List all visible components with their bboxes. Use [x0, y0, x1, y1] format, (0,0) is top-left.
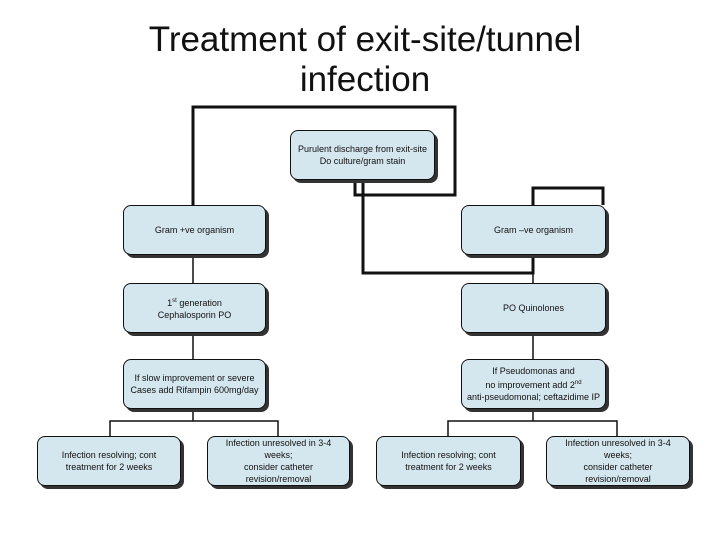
- pseudomonas-ordinal-suffix: nd: [574, 380, 582, 386]
- node-pseudomonas: If Pseudomonas and no improvement add 2n…: [461, 359, 606, 409]
- node-gram-negative-label: Gram –ve organism: [493, 225, 574, 235]
- page-title: Treatment of exit-site/tunnel infection: [100, 20, 630, 100]
- node-right-unresolved: Infection unresolved in 3-4 weeks; consi…: [546, 436, 690, 486]
- node-left-resolving-line-1: Infection resolving; cont: [61, 450, 157, 460]
- node-right-unresolved-line-2: consider catheter revision/removal: [583, 462, 653, 484]
- connector-rifampin-to-outcomes: [109, 420, 279, 436]
- node-rifampin-line-1: If slow improvement or severe: [134, 373, 255, 383]
- node-cephalosporin: 1st generation Cephalosporin PO: [123, 283, 266, 333]
- cephalosporin-ordinal-suffix: st: [172, 298, 177, 304]
- node-quinolones-label: PO Quinolones: [502, 303, 565, 313]
- node-cephalosporin-line-1: 1st generation: [158, 295, 232, 309]
- title-line-1: Treatment of exit-site/tunnel: [148, 20, 582, 59]
- node-left-resolving: Infection resolving; cont treatment for …: [37, 436, 181, 486]
- node-right-resolving: Infection resolving; cont treatment for …: [376, 436, 521, 486]
- node-gram-positive-label: Gram +ve organism: [154, 225, 235, 235]
- node-left-resolving-line-2: treatment for 2 weeks: [65, 462, 153, 472]
- cephalosporin-generation: generation: [176, 298, 222, 308]
- node-pseudomonas-line-3: anti-pseudomonal; ceftazidime IP: [466, 392, 601, 402]
- pseudomonas-line-2-text: no improvement add 2: [485, 380, 575, 390]
- node-gram-positive: Gram +ve organism: [123, 205, 266, 255]
- node-root-line-1: Purulent discharge from exit-site: [297, 144, 428, 154]
- node-pseudomonas-line-1: If Pseudomonas and: [492, 366, 575, 376]
- node-rifampin-line-2: Cases add Rifampin 600mg/day: [130, 385, 259, 395]
- node-left-unresolved-line-2: consider catheter revision/removal: [243, 462, 314, 484]
- node-root: Purulent discharge from exit-site Do cul…: [290, 130, 435, 180]
- node-gram-negative: Gram –ve organism: [461, 205, 606, 255]
- connector-root-to-gram-pos: [191, 105, 457, 205]
- node-quinolones: PO Quinolones: [461, 283, 606, 333]
- node-root-line-2: Do culture/gram stain: [319, 156, 406, 166]
- node-right-unresolved-line-1: Infection unresolved in 3-4 weeks;: [565, 438, 671, 460]
- node-right-resolving-line-1: Infection resolving; cont: [401, 450, 496, 460]
- cephalosporin-ordinal: 1: [167, 298, 173, 308]
- node-cephalosporin-line-2: Cephalosporin PO: [157, 310, 232, 320]
- node-pseudomonas-line-2: no improvement add 2nd: [467, 377, 600, 391]
- node-rifampin: If slow improvement or severe Cases add …: [123, 359, 266, 409]
- node-left-unresolved: Infection unresolved in 3-4 weeks; consi…: [207, 436, 350, 486]
- title-line-2: infection: [299, 60, 431, 99]
- node-right-resolving-line-2: treatment for 2 weeks: [405, 462, 492, 472]
- connector-pseudomonas-to-outcomes: [447, 420, 618, 436]
- node-left-unresolved-line-1: Infection unresolved in 3-4 weeks;: [225, 438, 332, 460]
